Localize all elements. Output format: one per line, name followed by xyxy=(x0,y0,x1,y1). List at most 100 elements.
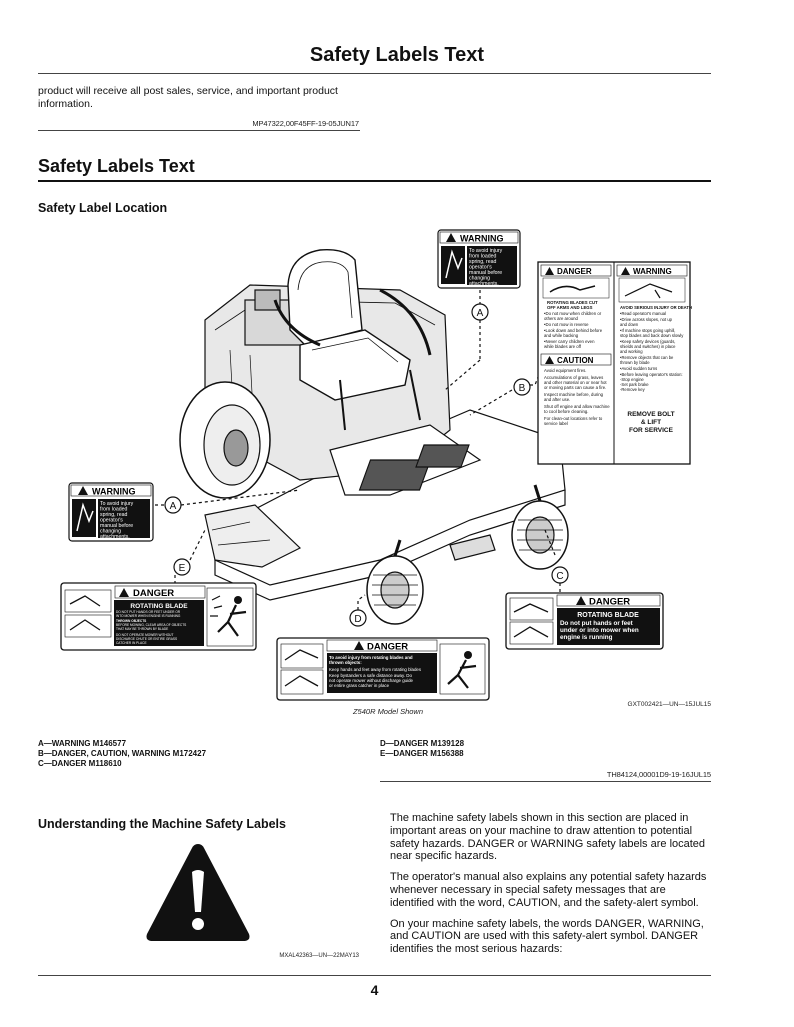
svg-text:from loaded: from loaded xyxy=(469,254,497,260)
svg-text:or entire grass catcher in pla: or entire grass catcher in place xyxy=(329,683,390,688)
legend-b: B—DANGER, CAUTION, WARNING M172427 xyxy=(38,749,207,758)
label-b-warning-text: AVOID SERIOUS INJURY OR DEATH •Read oper… xyxy=(620,305,692,392)
svg-text:Inspect machine before, during: Inspect machine before, during xyxy=(544,392,604,397)
label-c: DANGER ROTATING BLADE Do not put hands o… xyxy=(505,592,664,650)
svg-text:For clean-out locations refer: For clean-out locations refer to xyxy=(544,416,603,421)
label-e-rotating-blade: ROTATING BLADE xyxy=(130,603,188,610)
svg-text:shields and switches) in place: shields and switches) in place xyxy=(620,344,676,349)
svg-text:-Remove key: -Remove key xyxy=(620,387,646,392)
understanding-title: Understanding the Machine Safety Labels xyxy=(38,817,286,831)
label-d-danger-word: DANGER xyxy=(367,642,408,653)
svg-text:•Avoid sudden turns: •Avoid sudden turns xyxy=(620,366,657,371)
svg-text:AVOID SERIOUS INJURY OR DEATH: AVOID SERIOUS INJURY OR DEATH xyxy=(620,305,692,310)
footer-rule xyxy=(38,975,711,976)
svg-text:Shut off engine and allow mach: Shut off engine and allow machine xyxy=(544,404,610,409)
label-a-left-signal-word: WARNING xyxy=(92,487,136,497)
symbol-ref: MXAL42363—UN—22MAY13 xyxy=(279,953,359,959)
intro-rule xyxy=(38,130,360,131)
intro-line-2: information. xyxy=(38,98,93,110)
svg-text:and other material on or near: and other material on or near hot xyxy=(544,380,607,385)
figure-ref: GXT002421—UN—15JUL15 xyxy=(628,701,712,708)
label-e-text: DO NOT PUT HANDS OR FEET UNDER OR INTO M… xyxy=(116,610,186,645)
svg-text:operator's: operator's xyxy=(469,265,492,271)
svg-text:-Stop engine: -Stop engine xyxy=(620,377,644,382)
svg-text:attachments.: attachments. xyxy=(469,281,499,287)
label-b-danger-word: DANGER xyxy=(557,267,592,276)
svg-text:•Never carry children even: •Never carry children even xyxy=(544,339,595,344)
page-title: Safety Labels Text xyxy=(309,44,485,66)
legend-e: E—DANGER M156388 xyxy=(380,749,464,758)
svg-text:manual before: manual before xyxy=(469,270,502,276)
svg-text:from loaded: from loaded xyxy=(100,507,128,513)
svg-text:not operate mower without disc: not operate mower without discharge guid… xyxy=(329,678,414,683)
label-c-text: Do not put hands or feet under or into m… xyxy=(560,620,639,641)
svg-text:To avoid injury: To avoid injury xyxy=(100,501,134,507)
understanding-text: The machine safety labels shown in this … xyxy=(390,812,712,964)
svg-text:•Before leaving operator's sta: •Before leaving operator's station: xyxy=(620,372,683,377)
svg-text:-Set park brake: -Set park brake xyxy=(620,382,649,387)
svg-text:Keep hands and feet away from: Keep hands and feet away from rotating b… xyxy=(329,667,422,672)
svg-text:•If machine stops going uphill: •If machine stops going uphill, xyxy=(620,328,675,333)
label-a-top-signal-word: WARNING xyxy=(460,234,504,244)
label-b: DANGER ROTATING BLADES CUT OFF ARMS AND … xyxy=(537,261,692,465)
legend-ref: TH84124,00001D9-19-16JUL15 xyxy=(606,770,711,779)
label-b-caution-text: Avoid equipment fires. Accumulations of … xyxy=(544,368,610,426)
svg-text:To avoid injury: To avoid injury xyxy=(469,248,503,254)
svg-text:Avoid equipment fires.: Avoid equipment fires. xyxy=(544,368,586,373)
svg-text:DO NOT OPERATE MOWER WITHOUT: DO NOT OPERATE MOWER WITHOUT xyxy=(116,633,173,637)
svg-text:engine is running: engine is running xyxy=(560,634,613,641)
svg-text:thrown objects:: thrown objects: xyxy=(329,660,362,665)
label-a-top: WARNING To avoid injury from loaded spri… xyxy=(437,229,521,289)
svg-text:BEFORE MOWING, CLEAR AREA OF O: BEFORE MOWING, CLEAR AREA OF OBJECTS xyxy=(116,623,186,627)
svg-text:and working: and working xyxy=(620,349,643,354)
legend-a: A—WARNING M146577 xyxy=(38,739,127,748)
svg-text:FOR SERVICE: FOR SERVICE xyxy=(629,427,674,434)
legend-rule xyxy=(380,781,711,782)
label-d-text: To avoid injury from rotating blades and… xyxy=(329,655,422,688)
intro-ref: MP47322,00F45FF-19-05JUN17 xyxy=(252,119,359,128)
svg-text:and down: and down xyxy=(620,322,639,327)
label-b-caution-word: CAUTION xyxy=(557,356,594,365)
callout-c: C xyxy=(556,571,563,582)
label-e-danger-word: DANGER xyxy=(133,588,174,599)
label-b-warning-word: WARNING xyxy=(633,267,672,276)
svg-text:•Remove objects that can be: •Remove objects that can be xyxy=(620,355,674,360)
svg-text:Keep bystanders a safe distanc: Keep bystanders a safe distance away. Do xyxy=(329,673,412,678)
callout-e: E xyxy=(179,563,186,574)
label-e: DANGER ROTATING BLADE DO NOT PUT HANDS O… xyxy=(60,582,257,651)
svg-text:thrown by blade: thrown by blade xyxy=(620,360,650,365)
svg-text:OFF ARMS AND LEGS: OFF ARMS AND LEGS xyxy=(547,305,593,310)
svg-text:•Do not mow when children or: •Do not mow when children or xyxy=(544,311,602,316)
svg-text:INTO MOWER WHEN ENGINE IS RUNN: INTO MOWER WHEN ENGINE IS RUNNING xyxy=(116,614,181,618)
svg-text:operator's: operator's xyxy=(100,518,123,524)
svg-text:DISCHARGE CHUTE OR ENTIRE GRAS: DISCHARGE CHUTE OR ENTIRE GRASS xyxy=(116,637,177,641)
understanding-paragraph-2: The operator's manual also explains any … xyxy=(390,871,707,909)
section-subtitle: Safety Label Location xyxy=(38,201,168,215)
legend-c: C—DANGER M118610 xyxy=(38,759,122,768)
svg-text:others are around: others are around xyxy=(544,316,579,321)
svg-text:•Do not mow in reverse: •Do not mow in reverse xyxy=(544,322,589,327)
svg-text:•Read operator's manual: •Read operator's manual xyxy=(620,311,666,316)
svg-text:DO NOT PUT HANDS OR FEET UNDER: DO NOT PUT HANDS OR FEET UNDER OR xyxy=(116,610,181,614)
svg-text:& LIFT: & LIFT xyxy=(641,419,661,426)
svg-text:and while backing: and while backing xyxy=(544,333,579,338)
svg-text:manual before: manual before xyxy=(100,523,133,529)
legend-d: D—DANGER M139128 xyxy=(380,739,465,748)
svg-text:Accumulations of grass, leaves: Accumulations of grass, leaves xyxy=(544,375,603,380)
svg-text:•Look down and behind before: •Look down and behind before xyxy=(544,328,603,333)
svg-text:and after use.: and after use. xyxy=(544,397,570,402)
svg-text:•Keep safety devices (guards,: •Keep safety devices (guards, xyxy=(620,339,675,344)
svg-text:•Drive across slopes, not up: •Drive across slopes, not up xyxy=(620,317,673,322)
svg-text:changing: changing xyxy=(469,276,490,282)
understanding-paragraph-3: On your machine safety labels, the words… xyxy=(390,917,704,956)
label-d: DANGER To avoid injury from rotating bla… xyxy=(276,637,490,701)
label-a-top-text: To avoid injury from loaded spring, read… xyxy=(469,248,503,287)
label-b-danger-text: ROTATING BLADES CUT OFF ARMS AND LEGS •D… xyxy=(544,300,603,349)
svg-text:spring, read: spring, read xyxy=(469,259,497,265)
safety-alert-symbol-icon xyxy=(146,844,250,941)
callout-a-left: A xyxy=(170,501,177,512)
section-rule xyxy=(38,180,711,182)
svg-text:stop blades and back down slow: stop blades and back down slowly xyxy=(620,333,684,338)
header-rule xyxy=(38,73,711,74)
